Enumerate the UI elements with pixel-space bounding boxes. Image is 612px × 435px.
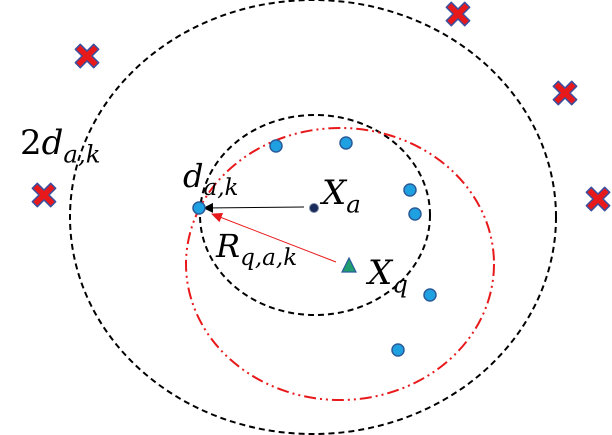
anchor-point-label: Xa	[322, 176, 361, 217]
neighbor-point	[423, 288, 437, 302]
outer-radius-prefix: 2	[20, 123, 42, 163]
query-radius-circle	[185, 127, 495, 401]
outer-radius-subscript: a,k	[63, 139, 101, 169]
query-point-label: Xq	[368, 256, 408, 297]
inner-radius-symbol: d	[183, 157, 204, 195]
red-x-icon	[74, 43, 100, 69]
anchor-point-symbol: X	[322, 173, 347, 213]
inner-radius-circle	[199, 114, 431, 316]
red-x-icon	[445, 1, 471, 27]
outer-radius-label: 2da,k	[20, 126, 101, 167]
outer-radius-circle	[69, 0, 557, 435]
neighbor-point	[192, 201, 206, 215]
inner-radius-label: da,k	[183, 160, 239, 200]
query-radius-subscript: q,a,k	[240, 245, 298, 272]
neighbor-point	[339, 136, 353, 150]
outer-radius-symbol: d	[41, 123, 64, 163]
outlier-markers	[31, 1, 611, 212]
red-x-icon	[585, 186, 611, 212]
anchor-point	[309, 203, 319, 213]
query-distance-arrow	[211, 212, 337, 263]
query-point-triangle	[341, 256, 357, 273]
neighbor-point	[403, 183, 417, 197]
neighbor-point	[391, 343, 405, 357]
query-radius-label: Rq,a,k	[216, 230, 297, 270]
query-point-subscript: q	[392, 269, 408, 299]
neighbor-point	[408, 207, 422, 221]
query-point-symbol: X	[368, 253, 393, 293]
anchor-distance-arrow	[203, 202, 305, 213]
inner-radius-subscript: a,k	[203, 175, 239, 202]
red-x-icon	[552, 80, 578, 106]
neighbor-points	[192, 136, 437, 357]
neighbor-point	[269, 139, 283, 153]
red-x-icon	[31, 182, 57, 208]
query-radius-symbol: R	[216, 227, 241, 265]
anchor-point-subscript: a	[346, 189, 361, 219]
